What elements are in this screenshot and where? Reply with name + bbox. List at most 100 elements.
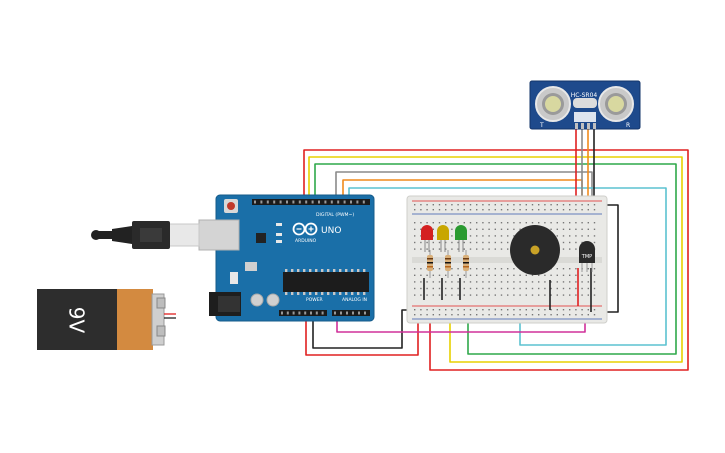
led-yellow[interactable] — [437, 225, 449, 252]
breadboard-hole — [500, 287, 503, 290]
temperature-sensor[interactable]: TMP — [579, 241, 595, 272]
header-pin — [340, 311, 342, 315]
wire-gray[interactable] — [335, 171, 593, 200]
breadboard-hole — [463, 281, 465, 283]
resistor-1[interactable] — [427, 250, 433, 278]
header-pin — [292, 200, 295, 204]
breadboard-hole — [420, 222, 422, 224]
battery-9v[interactable]: 9V — [37, 289, 176, 350]
breadboard-hole — [482, 274, 484, 276]
breadboard-hole — [420, 248, 422, 250]
breadboard-hole — [488, 287, 490, 290]
header-pin — [337, 200, 340, 204]
breadboard-hole — [457, 287, 459, 290]
chip-pin — [285, 292, 288, 295]
breadboard-hole — [581, 235, 583, 237]
resistor-2-band — [445, 258, 451, 260]
breadboard-hole — [550, 228, 552, 230]
breadboard-hole — [457, 294, 459, 296]
breadboard-hole — [513, 274, 515, 276]
sensor-pin-gnd[interactable] — [593, 123, 596, 129]
breadboard[interactable] — [406, 195, 608, 324]
breadboard-hole — [575, 222, 577, 224]
wire-cyan[interactable] — [348, 187, 667, 346]
breadboard-hole — [544, 287, 546, 290]
wire-power-black[interactable] — [312, 309, 412, 349]
breadboard-hole — [575, 248, 577, 250]
header-pin — [321, 311, 324, 315]
wire-green[interactable] — [314, 163, 677, 355]
rail-hole — [556, 209, 558, 211]
sensor-pin-echo[interactable] — [587, 123, 590, 129]
breadboard-hole — [587, 274, 589, 276]
rail-hole — [457, 314, 459, 316]
wire-power-red[interactable] — [305, 318, 419, 356]
rail-hole — [500, 309, 503, 311]
wire-sensor-black[interactable] — [593, 128, 619, 313]
piezo-buzzer[interactable] — [510, 225, 560, 275]
resistor-3-band — [463, 266, 469, 268]
rail-hole — [420, 309, 422, 311]
breadboard-hole — [451, 274, 453, 276]
rail-hole — [544, 314, 546, 316]
sensor-pin-vcc[interactable] — [575, 123, 578, 129]
usb-port[interactable] — [198, 219, 240, 251]
breadboard-hole — [432, 294, 434, 296]
digital-pins — [254, 200, 365, 204]
rail-hole — [550, 209, 552, 211]
rail-hole — [469, 204, 472, 206]
rail-hole — [414, 209, 416, 211]
rail-hole — [581, 314, 583, 316]
breadboard-hole — [513, 228, 515, 230]
battery-terminal-negative[interactable] — [156, 325, 166, 337]
breadboard-hole — [438, 222, 441, 224]
sensor-pin-trig[interactable] — [581, 123, 584, 129]
breadboard-hole — [414, 281, 416, 283]
usb-cable[interactable] — [91, 221, 200, 249]
breadboard-hole — [587, 287, 589, 290]
rail-hole — [426, 314, 428, 316]
chip-pin — [297, 269, 300, 272]
breadboard-hole — [414, 235, 416, 237]
rail-hole — [593, 309, 596, 311]
breadboard-hole — [593, 294, 596, 296]
led-green[interactable] — [455, 225, 467, 252]
battery-terminal-positive[interactable] — [156, 297, 166, 309]
chip-pin — [291, 269, 294, 272]
rail-hole — [469, 209, 472, 211]
breadboard-hole — [463, 294, 465, 296]
breadboard-hole — [556, 235, 558, 237]
led-red[interactable] — [421, 225, 433, 252]
breadboard-hole — [438, 287, 441, 290]
resistor-2-band — [445, 266, 451, 268]
reset-button[interactable] — [227, 202, 235, 210]
breadboard-hole — [575, 228, 577, 230]
resistor-3[interactable] — [463, 250, 469, 278]
wire-yellow[interactable] — [308, 156, 683, 363]
board-brand: ARDUINO — [295, 238, 317, 244]
wire-red-outer[interactable] — [303, 149, 689, 371]
breadboard-hole — [507, 287, 509, 290]
rail-hole — [556, 314, 558, 316]
rail-hole — [544, 209, 546, 211]
breadboard-hole — [414, 228, 416, 230]
ultrasonic-sensor[interactable]: HC-SR04 T R — [529, 80, 641, 130]
rail-hole — [593, 314, 596, 316]
rail-hole — [538, 314, 540, 316]
breadboard-hole — [414, 274, 416, 276]
rail-hole — [463, 314, 465, 316]
usb-chip — [256, 233, 266, 243]
breadboard-hole — [569, 281, 571, 283]
usb-plug-metal — [167, 223, 200, 247]
resistor-2[interactable] — [445, 250, 451, 278]
breadboard-hole — [562, 268, 565, 270]
breadboard-hole — [488, 294, 490, 296]
rail-hole — [538, 309, 540, 311]
arduino-uno[interactable]: DIGITAL (PWM~) UNO ARDUINO POWER ANALOG … — [198, 194, 375, 322]
rail-hole — [575, 204, 577, 206]
header-pin — [346, 311, 348, 315]
chip-pin — [327, 269, 330, 272]
rail-hole — [513, 314, 515, 316]
breadboard-hole — [451, 281, 453, 283]
breadboard-hole — [494, 287, 496, 290]
